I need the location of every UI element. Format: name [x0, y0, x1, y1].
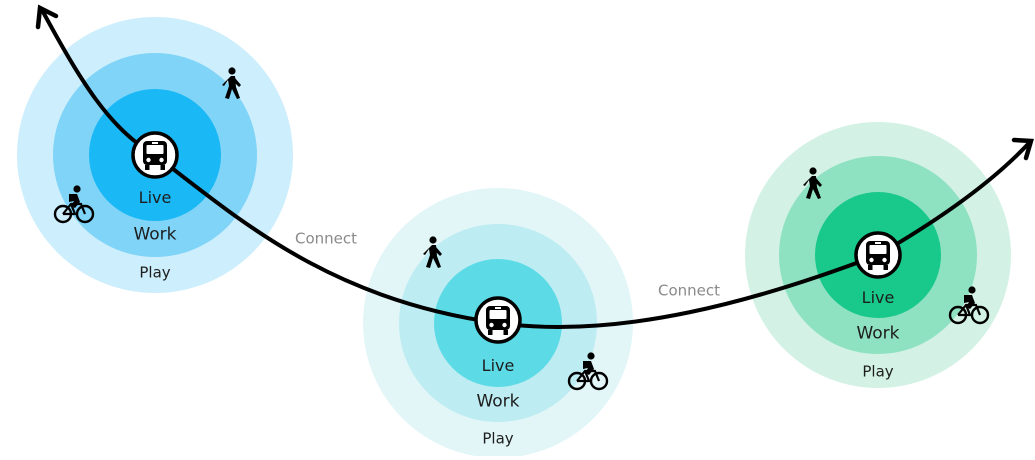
hub-3-live-label: Live — [861, 288, 895, 307]
hub-1-play-label: Play — [139, 263, 171, 282]
connect-label-1: Connect — [294, 229, 358, 248]
hub-3-play-label: Play — [862, 362, 894, 381]
bus-icon — [854, 231, 902, 279]
connect-label-2: Connect — [657, 281, 721, 300]
hub-2-play-label: Play — [482, 429, 514, 448]
arrowhead-start-icon — [35, 4, 59, 30]
hub-2-work-label: Work — [476, 391, 520, 412]
bus-icon — [474, 296, 522, 344]
hub-2-live-label: Live — [481, 356, 515, 375]
hub-3-work-label: Work — [856, 323, 900, 344]
bus-icon — [131, 131, 179, 179]
arrowhead-end-icon — [1011, 137, 1034, 161]
hub-1-work-label: Work — [133, 224, 177, 245]
hub-1-live-label: Live — [138, 188, 172, 207]
